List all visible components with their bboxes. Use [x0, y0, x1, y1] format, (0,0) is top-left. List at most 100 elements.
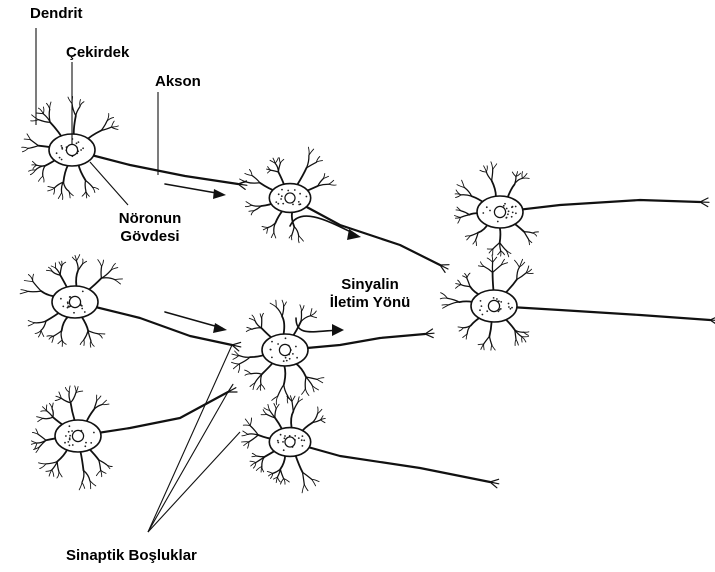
nissl-dot: [56, 152, 58, 154]
nucleus: [494, 206, 505, 217]
nissl-dot: [277, 440, 279, 442]
dendrite-branch: [522, 172, 523, 179]
dendrite-branch: [38, 434, 46, 440]
dendrite-branch: [82, 191, 86, 196]
dendrite-branch: [80, 340, 84, 345]
dendrite-branch: [24, 281, 33, 282]
dendrite-branch: [279, 158, 280, 163]
axon-terminal: [490, 479, 499, 482]
dendrite-branch: [262, 226, 268, 227]
dendrite-branch: [473, 240, 476, 244]
signal-arrow-3-head: [213, 323, 227, 333]
dendrite-branch: [28, 146, 39, 149]
dendrite-branch: [317, 378, 324, 380]
dendrite-branch: [61, 331, 62, 340]
dendrite-branch: [97, 396, 101, 401]
dendrite-branch: [270, 303, 276, 307]
dendrite-branch: [112, 121, 115, 127]
dendrite-branch: [297, 168, 307, 186]
dendrite-branch: [276, 210, 283, 222]
dendrite-branch: [247, 327, 252, 329]
dendrite-branch: [27, 134, 31, 140]
nissl-dot: [73, 312, 75, 314]
dendrite-branch: [280, 469, 283, 478]
axon-label: Akson: [155, 73, 201, 91]
dendrite-branch: [458, 327, 463, 328]
nissl-dot: [271, 357, 273, 359]
dendrite-branch: [96, 470, 100, 475]
dendrite-branch: [245, 374, 251, 376]
dendrite-branch: [299, 236, 304, 241]
synapse-leader-1: [148, 345, 232, 532]
signal-direction-label: Sinyalin İletim Yönü: [318, 276, 422, 312]
nissl-dot: [68, 431, 70, 433]
dendrite-branch: [481, 262, 485, 267]
dendrite-branch: [22, 147, 28, 148]
dendrite-branch: [533, 233, 537, 236]
dendrite-branch: [115, 280, 121, 284]
axon-terminal: [425, 334, 433, 338]
dendrite-branch: [271, 170, 279, 172]
dendrite-branch: [249, 170, 252, 176]
dendrite-branch: [274, 404, 276, 409]
dendrite-branch: [308, 147, 309, 155]
nissl-dot: [281, 195, 283, 197]
axon: [500, 200, 700, 212]
dendrite-branch: [486, 172, 491, 181]
dendrite-branch: [72, 104, 76, 116]
dendrite-branch: [476, 240, 477, 245]
dendrite-branch: [449, 302, 460, 305]
cell-body-label-line2: Gövdesi: [110, 228, 190, 246]
dendrite-branch: [54, 331, 62, 337]
dendrite-branch: [30, 170, 35, 175]
dendrite-label: Dendrit: [30, 5, 83, 23]
nissl-dot: [285, 337, 287, 339]
dendrite-branch: [79, 482, 82, 489]
cell-body-leader: [90, 162, 128, 205]
dendrite-branch: [293, 403, 298, 412]
dendrite-branch: [296, 455, 303, 472]
dendrite-branch: [294, 227, 299, 236]
neuron-3: [455, 162, 710, 257]
dendrite-branch: [515, 339, 516, 345]
dendrite-branch: [281, 479, 284, 485]
nissl-dot: [64, 442, 66, 444]
nissl-dot: [295, 346, 297, 348]
dendrite-branch: [65, 387, 69, 392]
signal-arrow-3: [165, 312, 222, 328]
signal-arrows: [165, 184, 361, 336]
dendrite-branch: [102, 260, 104, 266]
dendrite-branch: [76, 107, 80, 116]
nissl-dot: [69, 435, 71, 437]
dendrite-branch: [440, 298, 447, 299]
dendrite-branch: [246, 329, 252, 331]
dendrite-branch: [69, 386, 70, 392]
dendrite-branch: [301, 316, 311, 322]
dendrite-branch: [115, 279, 123, 280]
dendrite-branch: [251, 373, 262, 374]
nissl-dot: [82, 291, 84, 293]
nissl-dot: [275, 201, 277, 203]
nissl-dot: [294, 189, 296, 191]
dendrite-branch: [261, 467, 262, 473]
dendrite-branch: [526, 273, 533, 274]
nissl-dot: [286, 360, 288, 362]
nissl-dot: [497, 221, 499, 223]
dendrite-branch: [533, 232, 539, 233]
nucleus-label: Çekirdek: [66, 44, 129, 62]
dendrite-branch: [310, 316, 316, 318]
dendrite-branch: [512, 172, 516, 177]
dendrite-branch: [263, 410, 267, 415]
nissl-dot: [512, 212, 514, 214]
dendrite-branch: [84, 331, 88, 340]
dendrite-branch: [59, 472, 62, 477]
dendrite-branch: [35, 443, 37, 449]
nissl-dot: [482, 212, 484, 214]
dendrite-branch: [61, 182, 63, 193]
dendrite-branch: [284, 385, 288, 396]
nissl-dot: [511, 307, 513, 309]
dendrite-branch: [461, 285, 470, 287]
dendrite-branch: [101, 266, 102, 278]
neuron-1: [22, 97, 247, 200]
dendrite-branch: [102, 400, 106, 404]
